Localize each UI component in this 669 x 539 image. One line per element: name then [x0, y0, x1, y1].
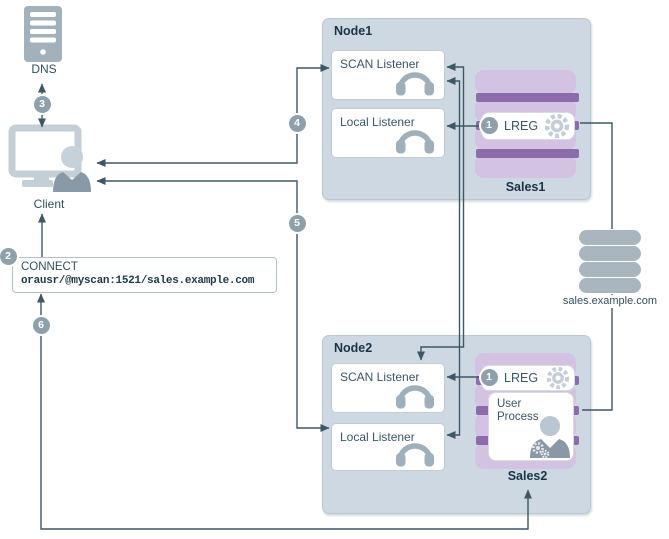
client-label: Client	[33, 197, 65, 211]
step-5-badge: 5	[288, 214, 306, 232]
step-3-badge: 3	[33, 95, 51, 113]
scan-listener-node2-box: SCAN Listener	[331, 363, 445, 413]
step-1-badge-node2: 1	[480, 368, 498, 386]
node1-title: Node1	[334, 24, 373, 38]
sales2-label: Sales2	[507, 469, 548, 483]
lreg-node1-label: LREG	[504, 119, 539, 133]
lreg-node1-box: LREG	[481, 112, 575, 140]
step-2-badge: 2	[0, 247, 17, 265]
local-listener-node1-label: Local Listener	[340, 115, 415, 129]
headphones-icon	[396, 443, 434, 467]
headphones-icon	[396, 385, 434, 409]
lreg-node2-label: LREG	[504, 371, 539, 385]
user-process-box: User Process	[488, 392, 574, 461]
headphones-icon	[396, 130, 434, 154]
local-listener-node1-box: Local Listener	[331, 108, 445, 158]
scan-listener-node1-box: SCAN Listener	[331, 50, 445, 100]
step-1-badge-node1: 1	[480, 116, 498, 134]
step-4-badge: 4	[288, 114, 306, 132]
headphones-icon	[396, 72, 434, 96]
user-head-icon	[61, 146, 83, 168]
user-process-label: User Process	[497, 398, 539, 423]
client-icon	[8, 124, 91, 192]
mini-gears-icon	[532, 442, 550, 458]
step-6-badge: 6	[32, 316, 50, 334]
local-listener-node2-box: Local Listener	[331, 423, 445, 471]
scan1-to-client-arrow	[96, 120, 298, 167]
connect-string: orausr/@myscan:1521/sales.example.com	[21, 275, 255, 287]
gear-icon	[546, 366, 570, 390]
sales1-label: Sales1	[505, 180, 546, 194]
gear-icon	[544, 113, 570, 139]
dns-label: DNS	[31, 62, 57, 76]
dns-server-icon	[24, 6, 62, 62]
user-process-person-icon	[530, 416, 570, 458]
scan-listener-node1-label: SCAN Listener	[340, 57, 420, 71]
database-label: sales.example.com	[556, 295, 664, 308]
connect-request-box: CONNECT orausr/@myscan:1521/sales.exampl…	[12, 257, 277, 293]
ll2-to-client-arrow	[96, 177, 298, 200]
database-icon	[579, 230, 641, 293]
user-body-icon	[53, 172, 91, 192]
connect-title: CONNECT	[21, 261, 78, 273]
node2-title: Node2	[334, 341, 373, 355]
